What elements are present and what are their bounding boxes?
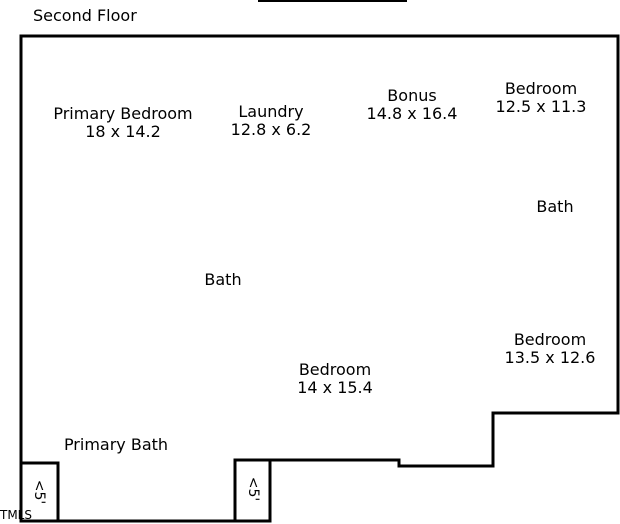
left-closet-box bbox=[19, 461, 60, 523]
room-primary-bedroom: Primary Bedroom 18 x 14.2 bbox=[44, 105, 202, 141]
room-laundry: Laundry 12.8 x 6.2 bbox=[216, 103, 326, 139]
room-primary-bath: Primary Bath bbox=[56, 436, 176, 454]
room-bedroom-east: Bedroom 13.5 x 12.6 bbox=[490, 331, 610, 367]
room-name: Bedroom bbox=[504, 79, 578, 98]
room-dims: 18 x 14.2 bbox=[85, 122, 161, 141]
watermark-text: TMLS bbox=[0, 508, 32, 522]
room-bath-center: Bath bbox=[193, 271, 253, 289]
room-name: Bedroom bbox=[513, 330, 587, 349]
room-dims: 14 x 15.4 bbox=[297, 378, 373, 397]
room-dims: 14.8 x 16.4 bbox=[366, 104, 458, 123]
room-name: Primary Bedroom bbox=[53, 104, 193, 123]
room-dims: 13.5 x 12.6 bbox=[504, 348, 596, 367]
exterior-wall bbox=[19, 34, 620, 523]
middle-closet-box bbox=[233, 458, 272, 523]
room-name: Bonus bbox=[387, 86, 437, 105]
room-dims: 12.5 x 11.3 bbox=[495, 97, 587, 116]
room-name: Bath bbox=[204, 270, 242, 289]
room-dims: 12.8 x 6.2 bbox=[230, 120, 312, 139]
room-name: Primary Bath bbox=[63, 435, 169, 454]
floor-title: Second Floor bbox=[33, 6, 137, 25]
closet-label-middle: <5' bbox=[245, 476, 261, 502]
room-bedroom-south: Bedroom 14 x 15.4 bbox=[280, 361, 390, 397]
room-bedroom-northeast: Bedroom 12.5 x 11.3 bbox=[480, 80, 602, 116]
closet-label-left: <5' bbox=[31, 479, 47, 505]
room-bath-east: Bath bbox=[525, 198, 585, 216]
room-name: Bedroom bbox=[298, 360, 372, 379]
room-name: Laundry bbox=[238, 102, 304, 121]
room-bonus: Bonus 14.8 x 16.4 bbox=[352, 87, 472, 123]
room-name: Bath bbox=[536, 197, 574, 216]
